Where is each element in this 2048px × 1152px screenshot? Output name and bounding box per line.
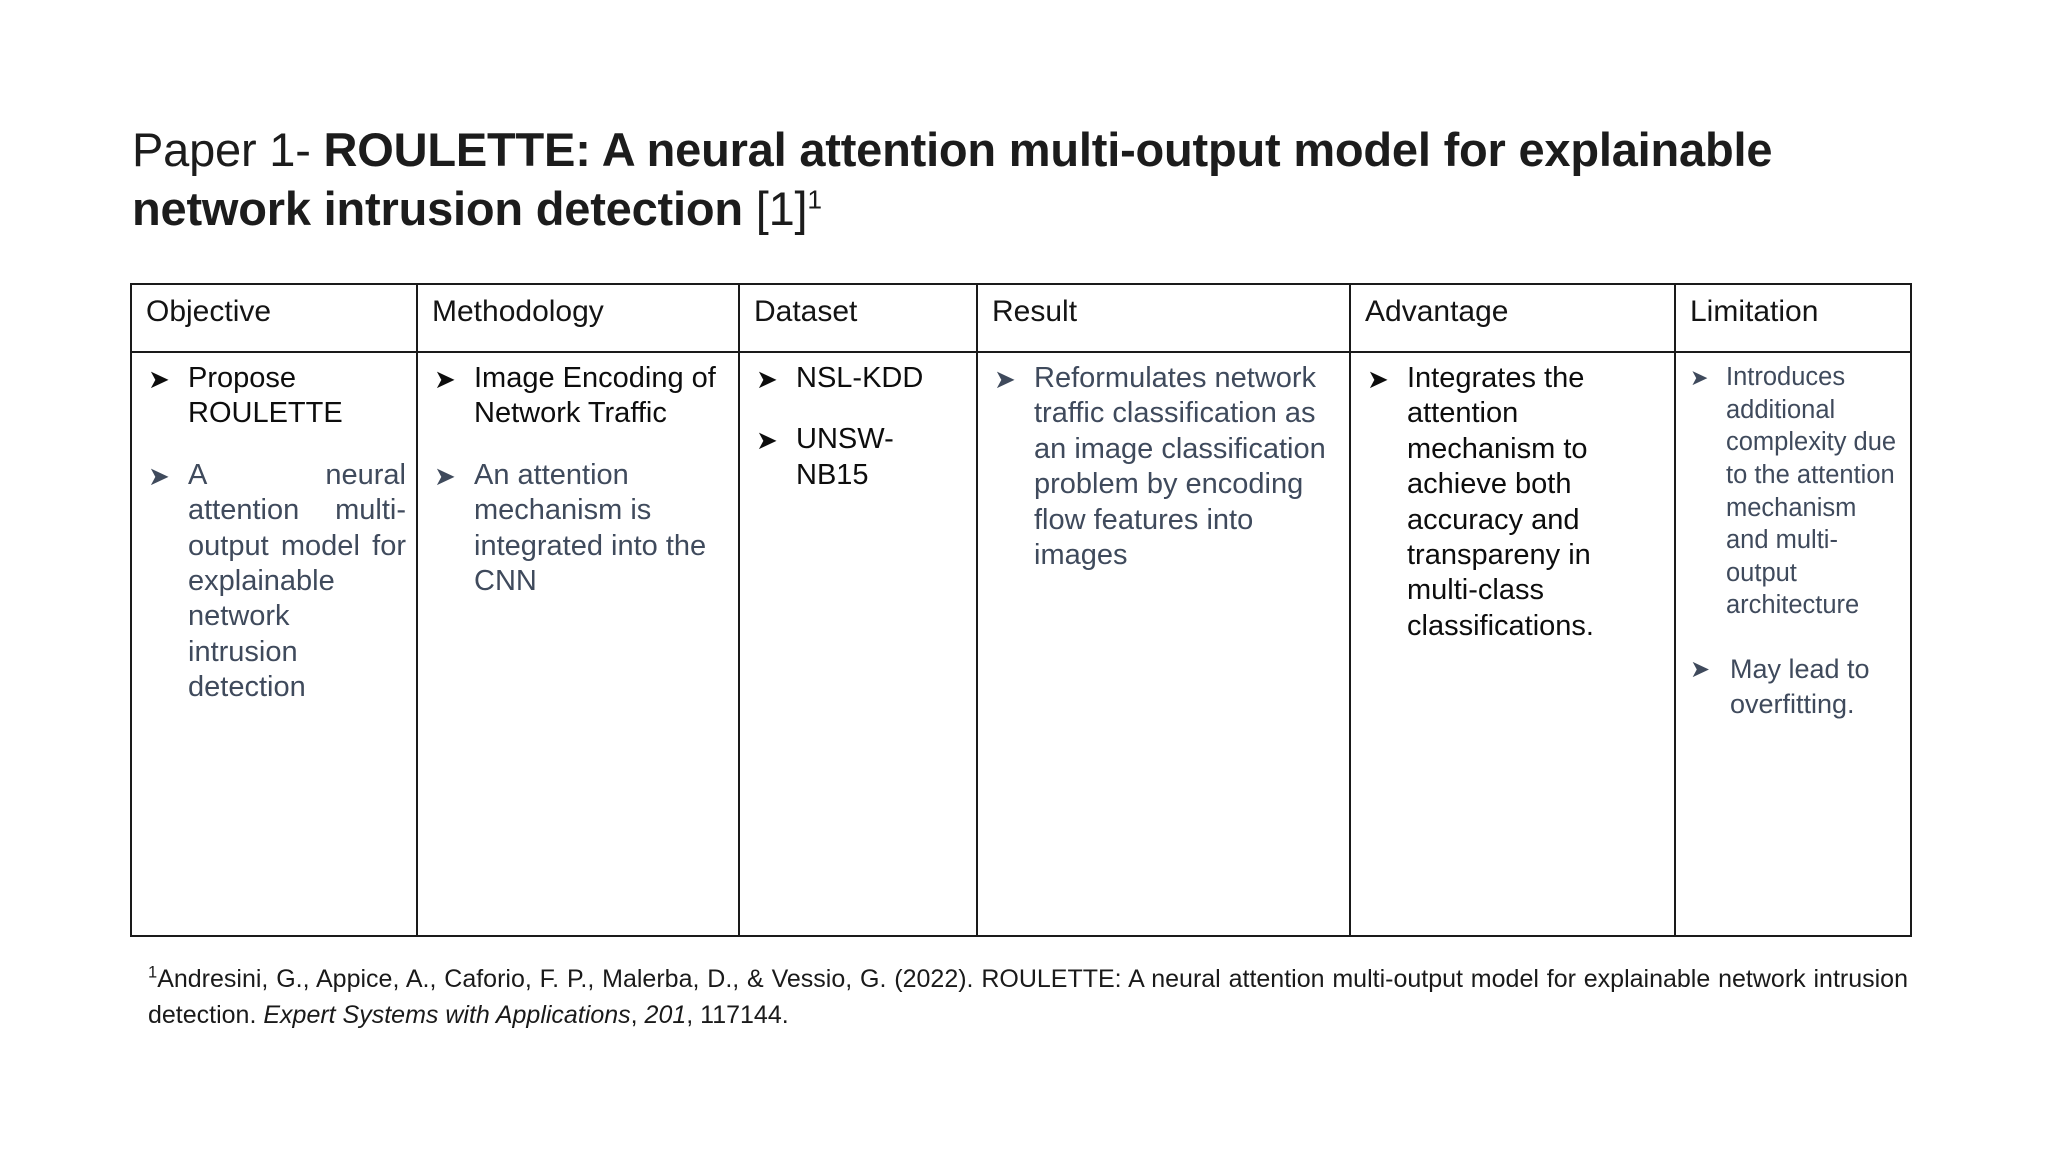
- footnote-citation: 1Andresini, G., Appice, A., Caforio, F. …: [148, 962, 1908, 1033]
- list-item: ➤ Image Encoding of Network Traffic: [428, 361, 728, 432]
- list-item-text: Image Encoding of Network Traffic: [474, 362, 716, 430]
- advantage-bullet-list: ➤ Integrates the attention mechanism to …: [1361, 361, 1664, 644]
- arrow-bullet-icon: ➤: [434, 460, 456, 491]
- list-item-text: May lead to overfitting.: [1730, 654, 1870, 719]
- arrow-bullet-icon: ➤: [1367, 364, 1389, 394]
- comparison-table: Objective Methodology Dataset Result Adv…: [130, 283, 1912, 937]
- limitation-bullet-list: ➤ Introduces additional complexity due t…: [1686, 361, 1900, 721]
- arrow-bullet-icon: ➤: [756, 364, 778, 394]
- footnote-journal: Expert Systems with Applications: [263, 1000, 631, 1029]
- dataset-bullet-list: ➤ NSL-KDD ➤ UNSW-NB15: [750, 361, 966, 493]
- list-item-text: Reformulates network traffic classificat…: [1034, 362, 1326, 571]
- list-item: ➤ UNSW-NB15: [750, 422, 966, 493]
- table-cell-result: ➤ Reformulates network traffic classific…: [976, 351, 1351, 937]
- table-header-result: Result: [976, 283, 1351, 353]
- table-header-limitation: Limitation: [1674, 283, 1912, 353]
- footnote-marker: 1: [148, 963, 158, 982]
- list-item-text: UNSW-NB15: [796, 423, 894, 491]
- footnote-text-part1: Andresini, G., Appice, A., Caforio, F. P…: [148, 965, 1908, 1029]
- list-item: ➤ Propose ROULETTE: [142, 361, 406, 432]
- arrow-bullet-icon: ➤: [148, 460, 170, 491]
- table-header-objective: Objective: [130, 283, 418, 353]
- table-header-advantage: Advantage: [1349, 283, 1676, 353]
- arrow-bullet-icon: ➤: [148, 364, 170, 394]
- arrow-bullet-icon: ➤: [756, 425, 778, 456]
- table-cell-advantage: ➤ Integrates the attention mechanism to …: [1349, 351, 1676, 937]
- list-item: ➤ An attention mechanism is integrated i…: [428, 458, 728, 600]
- result-bullet-list: ➤ Reformulates network traffic classific…: [988, 361, 1339, 573]
- page-title-text: Paper 1- ROULETTE: A neural attention mu…: [132, 120, 1932, 238]
- page-title-reference: [1]: [755, 182, 808, 236]
- list-item-text: NSL-KDD: [796, 362, 924, 394]
- arrow-bullet-icon: ➤: [994, 364, 1016, 394]
- table-cell-dataset: ➤ NSL-KDD ➤ UNSW-NB15: [738, 351, 978, 937]
- objective-bullet-list: ➤ Propose ROULETTE ➤ A neural attention …: [142, 361, 406, 705]
- list-item: ➤ A neural attention multi-output model …: [142, 458, 406, 706]
- table-body-row: ➤ Propose ROULETTE ➤ A neural attention …: [130, 351, 1912, 937]
- list-item-text: An attention mechanism is integrated int…: [474, 458, 707, 597]
- list-item-text: Integrates the attention mechanism to ac…: [1407, 362, 1594, 642]
- methodology-bullet-list: ➤ Image Encoding of Network Traffic ➤ An…: [428, 361, 728, 599]
- table-header-dataset: Dataset: [738, 283, 978, 353]
- list-item: ➤ Introduces additional complexity due t…: [1686, 361, 1900, 622]
- list-item-text: A neural attention multi-output model fo…: [188, 458, 406, 703]
- arrow-bullet-icon: ➤: [434, 364, 456, 394]
- table-cell-limitation: ➤ Introduces additional complexity due t…: [1674, 351, 1912, 937]
- table-header-row: Objective Methodology Dataset Result Adv…: [130, 283, 1912, 353]
- list-item: ➤ NSL-KDD: [750, 361, 966, 396]
- list-item: ➤ Integrates the attention mechanism to …: [1361, 361, 1664, 644]
- page-title-prefix: Paper 1-: [132, 123, 324, 176]
- table-cell-methodology: ➤ Image Encoding of Network Traffic ➤ An…: [416, 351, 740, 937]
- footnote-text-part3: , 117144.: [686, 1000, 789, 1029]
- footnote-volume: 201: [644, 1000, 687, 1029]
- page-title-main: ROULETTE: A neural attention multi-outpu…: [132, 123, 1773, 236]
- table-header-methodology: Methodology: [416, 283, 740, 353]
- arrow-bullet-icon: ➤: [1690, 656, 1711, 683]
- page-title: Paper 1- ROULETTE: A neural attention mu…: [132, 120, 1932, 238]
- arrow-bullet-icon: ➤: [1690, 365, 1709, 390]
- list-item: ➤ May lead to overfitting.: [1686, 652, 1900, 721]
- page-title-superscript: 1: [807, 184, 822, 215]
- list-item-text: Introduces additional complexity due to …: [1726, 363, 1897, 620]
- list-item-text: Propose ROULETTE: [188, 362, 343, 430]
- table-cell-objective: ➤ Propose ROULETTE ➤ A neural attention …: [130, 351, 418, 937]
- footnote-text-part2: ,: [630, 1000, 645, 1029]
- list-item: ➤ Reformulates network traffic classific…: [988, 361, 1339, 573]
